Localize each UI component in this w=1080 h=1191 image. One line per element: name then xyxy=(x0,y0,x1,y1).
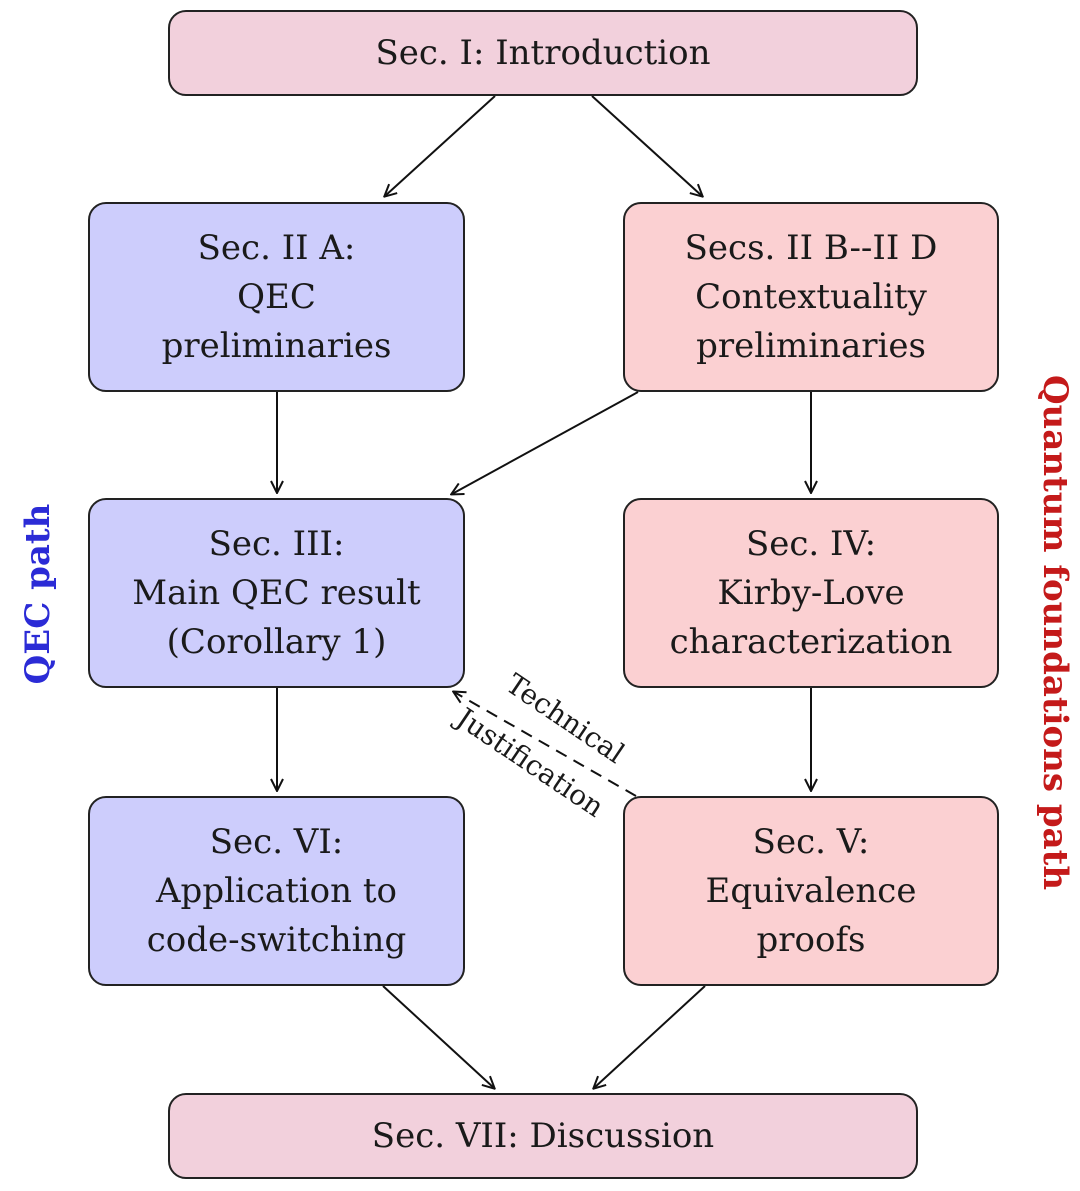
node-line: Sec. IV: xyxy=(745,523,877,564)
edge-intro-to-qecpre xyxy=(385,95,496,196)
node-sec-vii-discussion: Sec. VII: Discussion xyxy=(168,1093,918,1179)
edge-app-to-disc xyxy=(382,985,494,1088)
node-line: Sec. VI: xyxy=(209,821,344,862)
qec-path-label: QEC path xyxy=(18,503,58,685)
node-line: Contextuality xyxy=(695,276,927,317)
edge-equiv-to-main-dashed xyxy=(454,692,637,797)
node-line: (Corollary 1) xyxy=(166,621,387,662)
node-line: Sec. VII: Discussion xyxy=(371,1115,715,1156)
node-sec-v-equivalence-proofs: Sec. V: Equivalence proofs xyxy=(623,796,999,986)
node-line: code-switching xyxy=(146,919,407,960)
node-line: Sec. V: xyxy=(752,821,870,862)
node-line: Sec. I: Introduction xyxy=(375,32,711,73)
node-sec-iii-main-qec-result: Sec. III: Main QEC result (Corollary 1) xyxy=(88,498,465,688)
node-sec-ii-a-qec-preliminaries: Sec. II A: QEC preliminaries xyxy=(88,202,465,392)
node-line: Sec. III: xyxy=(208,523,345,564)
node-line: preliminaries xyxy=(161,325,392,366)
node-line: Application to xyxy=(156,870,397,911)
node-line: preliminaries xyxy=(696,325,926,366)
node-line: Main QEC result xyxy=(132,572,421,613)
node-secs-ii-b-d-contextuality-preliminaries: Secs. II B--II D Contextuality prelimina… xyxy=(623,202,999,392)
node-line: characterization xyxy=(669,621,953,662)
node-sec-i-introduction: Sec. I: Introduction xyxy=(168,10,918,96)
node-sec-iv-kirby-love-characterization: Sec. IV: Kirby-Love characterization xyxy=(623,498,999,688)
edge-equiv-to-disc xyxy=(594,985,706,1088)
edge-intro-to-ctxpre xyxy=(591,95,702,196)
node-line: Equivalence xyxy=(705,870,917,911)
node-line: proofs xyxy=(756,919,866,960)
node-line: Secs. II B--II D xyxy=(684,227,938,268)
quantum-foundations-path-label: Quantum foundations path xyxy=(1035,375,1075,891)
node-line: Sec. II A: xyxy=(197,227,356,268)
node-line: Kirby-Love xyxy=(717,572,905,613)
node-sec-vi-application-to-code-switching: Sec. VI: Application to code-switching xyxy=(88,796,465,986)
node-line: QEC xyxy=(237,276,316,317)
edge-ctxpre-to-main xyxy=(452,391,639,494)
